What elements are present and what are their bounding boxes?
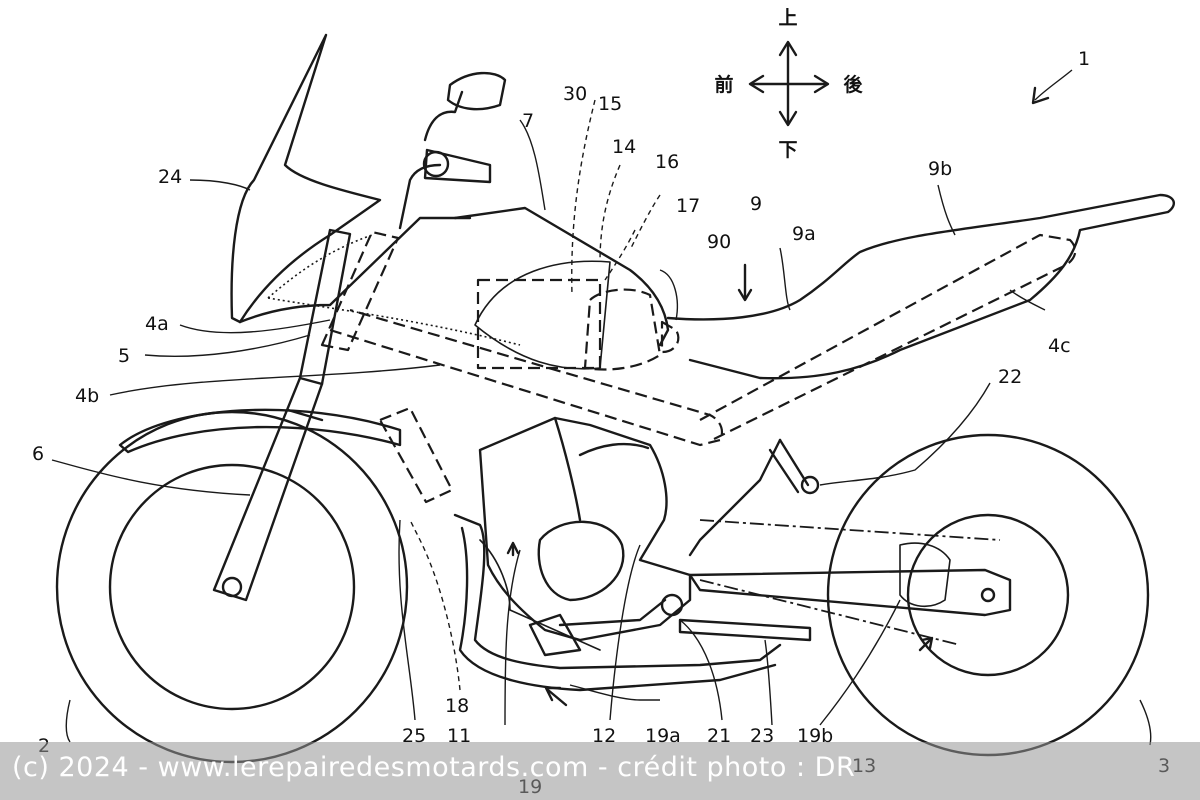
label-9a: 9a [792, 223, 816, 245]
rear-shock [768, 438, 820, 495]
label-15: 15 [598, 93, 622, 115]
box-16 [583, 288, 662, 371]
direction-front: 前 [714, 73, 733, 96]
arrow-markers [506, 86, 1050, 707]
label-4c: 4c [1048, 335, 1071, 357]
label-22: 22 [998, 366, 1022, 388]
label-17: 17 [676, 195, 700, 217]
label-9: 9 [750, 193, 762, 215]
windscreen [230, 33, 382, 324]
radiator [378, 406, 454, 504]
sprocket [899, 542, 951, 608]
front-wheel [55, 410, 409, 764]
direction-down: 下 [778, 139, 797, 161]
direction-rear: 後 [843, 73, 863, 96]
rear-panel [688, 438, 782, 557]
label-24: 24 [158, 166, 182, 188]
seat-front [666, 193, 1176, 380]
watermark-bar [0, 742, 1200, 800]
swingarm [688, 568, 1012, 617]
label-16: 16 [655, 151, 679, 173]
direction-up: 上 [778, 7, 797, 29]
label-9b: 9b [928, 158, 952, 180]
fairing [238, 216, 472, 324]
leader-lines [51, 69, 1152, 746]
label-5: 5 [118, 345, 130, 367]
front-fork [212, 228, 352, 602]
watermark-text: (c) 2024 - www.lerepairedesmotards.com -… [12, 752, 856, 783]
label-1: 1 [1078, 48, 1090, 70]
label-30: 30 [563, 83, 587, 105]
fuel-tank [453, 206, 670, 347]
rear-frame [699, 233, 1077, 441]
chain-line [699, 519, 1001, 646]
label-4a: 4a [145, 313, 169, 335]
head-pipe [320, 230, 400, 352]
label-90: 90 [707, 231, 731, 253]
label-14: 14 [612, 136, 636, 158]
label-25: 25 [402, 725, 426, 747]
label-21: 21 [707, 725, 731, 747]
label-6: 6 [32, 443, 44, 465]
rear-wheel [826, 433, 1150, 757]
cowl-line [267, 234, 521, 346]
label-18: 18 [445, 695, 469, 717]
engine [478, 416, 692, 657]
direction-indicator [748, 40, 830, 127]
label-19b: 19b [797, 725, 833, 747]
label-4b: 4b [75, 385, 99, 407]
label-11: 11 [447, 725, 471, 747]
box-15 [476, 278, 602, 370]
exhaust [453, 513, 782, 692]
handlebar [398, 71, 507, 230]
side-stand [660, 593, 812, 642]
main-frame [329, 308, 724, 447]
label-23: 23 [750, 725, 774, 747]
label-19a: 19a [645, 725, 681, 747]
front-fender [118, 408, 402, 454]
box-14 [474, 260, 611, 370]
label-7: 7 [522, 110, 534, 132]
label-12: 12 [592, 725, 616, 747]
